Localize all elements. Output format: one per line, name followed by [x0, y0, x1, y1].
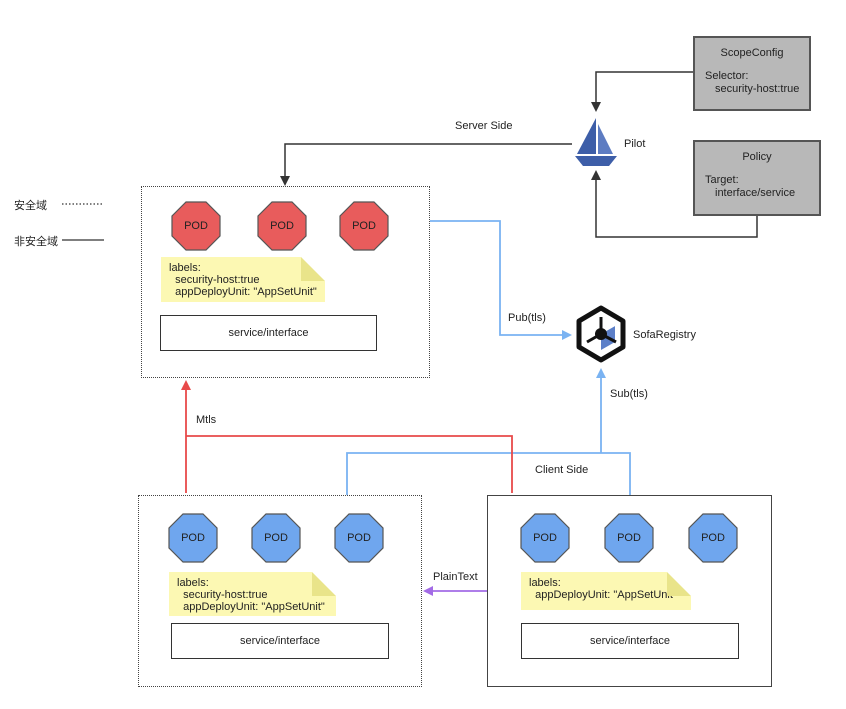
- client-secure-labels-note: labels: security-host:true appDeployUnit…: [169, 572, 336, 616]
- client-insecure-pod-3-octagon-icon: [688, 513, 738, 563]
- client-secure-pod-3-label: POD: [347, 532, 371, 544]
- server-pod-3: POD: [339, 201, 389, 251]
- client-insecure-labels-note: labels: appDeployUnit: "AppSetUnit": [521, 572, 691, 610]
- client-insecure-pod-1-label: POD: [533, 532, 557, 544]
- client-insecure-domain: POD POD POD labels: appDeployUnit: "AppS…: [487, 495, 772, 687]
- client-insecure-pod-2-label: POD: [617, 532, 641, 544]
- legend-insecure-label: 非安全域: [14, 236, 58, 248]
- client-secure-pod-3-octagon-icon: [334, 513, 384, 563]
- server-secure-domain: POD POD POD labels: security-host:true a…: [141, 186, 430, 378]
- scopeconfig-selector-value: security-host:true: [715, 83, 800, 95]
- sofaregistry-label: SofaRegistry: [633, 329, 696, 341]
- client-insecure-pod-2-octagon-icon: [604, 513, 654, 563]
- client-insecure-pod-3: POD: [688, 513, 738, 563]
- mtls-label: Mtls: [196, 414, 217, 426]
- mtls-edge-insecure: [186, 435, 513, 493]
- client-secure-domain: POD POD POD labels: security-host:true a…: [138, 495, 422, 687]
- server-pod-1: POD: [171, 201, 221, 251]
- policy-target: Target:: [705, 174, 739, 186]
- sofaregistry-icon: [576, 305, 626, 363]
- server-service-interface: service/interface: [160, 315, 377, 351]
- pub-tls-label: Pub(tls): [508, 312, 546, 324]
- client-secure-pod-3: POD: [334, 513, 384, 563]
- client-secure-service-interface: service/interface: [171, 623, 389, 659]
- client-insecure-labels-line-1: labels:: [529, 577, 561, 589]
- server-side-edge: [280, 143, 572, 186]
- client-side-edge: [346, 452, 631, 495]
- server-labels-line-1: labels:: [169, 262, 201, 274]
- pilot-label: Pilot: [624, 138, 646, 150]
- server-pod-2: POD: [257, 201, 307, 251]
- client-secure-labels-line-2: security-host:true: [177, 589, 268, 601]
- server-pod-1-octagon-icon: [171, 201, 221, 251]
- pub-tls-edge: [430, 220, 572, 340]
- note-fold: [667, 572, 691, 596]
- scopeconfig-node: ScopeConfig Selector: security-host:true: [693, 36, 811, 111]
- server-labels-line-3: appDeployUnit: "AppSetUnit": [169, 286, 317, 298]
- client-insecure-pod-2: POD: [604, 513, 654, 563]
- policy-node: Policy Target: interface/service: [693, 140, 821, 216]
- server-pod-3-label: POD: [352, 220, 376, 232]
- note-fold: [301, 257, 325, 281]
- scopeconfig-to-pilot-edge: [591, 71, 695, 112]
- pilot-icon: [575, 118, 617, 166]
- server-pod-3-octagon-icon: [339, 201, 389, 251]
- policy-target-value: interface/service: [715, 187, 796, 199]
- policy-title: Policy: [742, 151, 772, 163]
- client-secure-pod-2-octagon-icon: [251, 513, 301, 563]
- client-insecure-labels-line-2: appDeployUnit: "AppSetUnit": [529, 589, 677, 601]
- plaintext-label: PlainText: [433, 571, 478, 583]
- legend-secure-label: 安全域: [14, 200, 47, 212]
- server-side-label: Server Side: [455, 120, 513, 132]
- sub-tls-label: Sub(tls): [610, 388, 648, 400]
- scopeconfig-title: ScopeConfig: [720, 47, 784, 59]
- server-pod-2-octagon-icon: [257, 201, 307, 251]
- client-side-label: Client Side: [535, 464, 589, 476]
- client-secure-pod-2-label: POD: [264, 532, 288, 544]
- client-secure-pod-2: POD: [251, 513, 301, 563]
- scopeconfig-selector: Selector:: [705, 70, 749, 82]
- server-pod-1-label: POD: [184, 220, 208, 232]
- server-pod-2-label: POD: [270, 220, 294, 232]
- client-secure-pod-1-label: POD: [181, 532, 205, 544]
- client-secure-pod-1-octagon-icon: [168, 513, 218, 563]
- server-labels-note: labels: security-host:true appDeployUnit…: [161, 257, 325, 302]
- client-insecure-pod-3-label: POD: [701, 532, 725, 544]
- client-insecure-pod-1: POD: [520, 513, 570, 563]
- client-secure-labels-line-3: appDeployUnit: "AppSetUnit": [177, 601, 325, 613]
- server-labels-line-2: security-host:true: [169, 274, 260, 286]
- client-secure-labels-line-1: labels:: [177, 577, 209, 589]
- policy-to-pilot-edge: [591, 170, 758, 238]
- client-insecure-pod-1-octagon-icon: [520, 513, 570, 563]
- client-insecure-service-interface: service/interface: [521, 623, 739, 659]
- client-secure-pod-1: POD: [168, 513, 218, 563]
- note-fold: [312, 572, 336, 596]
